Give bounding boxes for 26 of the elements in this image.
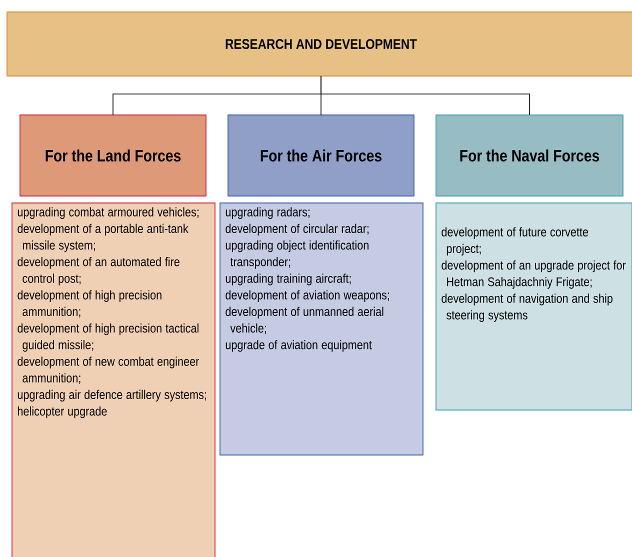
list-item: upgrading air defence artillery systems; [18, 390, 206, 402]
list-box [12, 202, 216, 557]
list-item: development of an upgrade project for Hetman Sahajdachniy Frigate; [442, 260, 626, 289]
list-item: upgrading object identification transponder; [226, 240, 368, 269]
connector-line [320, 76, 530, 116]
list-item: development of high precision ammunition; [18, 290, 162, 318]
header-box: For the Land Forces [20, 114, 206, 196]
list-item: helicopter upgrade [18, 406, 107, 418]
header-box: For the Naval Forces [436, 114, 624, 196]
list-box [436, 202, 632, 410]
list-item: development of an automated fire control post; [18, 257, 180, 286]
list-item: development of high precision tactical guided missile; [18, 323, 198, 352]
list-item: development of a portable anti-tank missile system; [18, 224, 188, 252]
list-item: upgrading combat armoured vehicles; [18, 207, 198, 219]
list-item: development of future corvette project; [442, 227, 588, 256]
list-box [220, 202, 424, 456]
list-item: upgrading training aircraft; [226, 274, 351, 286]
title-box: RESEARCH AND DEVELOPMENT [6, 12, 632, 76]
header-box: For the Air Forces [228, 114, 414, 196]
list-item: upgrading radars; [226, 207, 310, 219]
list-item: development of unmanned aerial vehicle; [226, 306, 384, 334]
list-item: upgrade of aviation equipment [226, 340, 372, 352]
list-item: development of navigation and ship steering systems [442, 294, 612, 322]
list-item: development of circular radar; [226, 224, 368, 236]
list-item: development of aviation weapons; [226, 290, 389, 302]
list-item: development of new combat engineer ammunition; [18, 356, 199, 384]
